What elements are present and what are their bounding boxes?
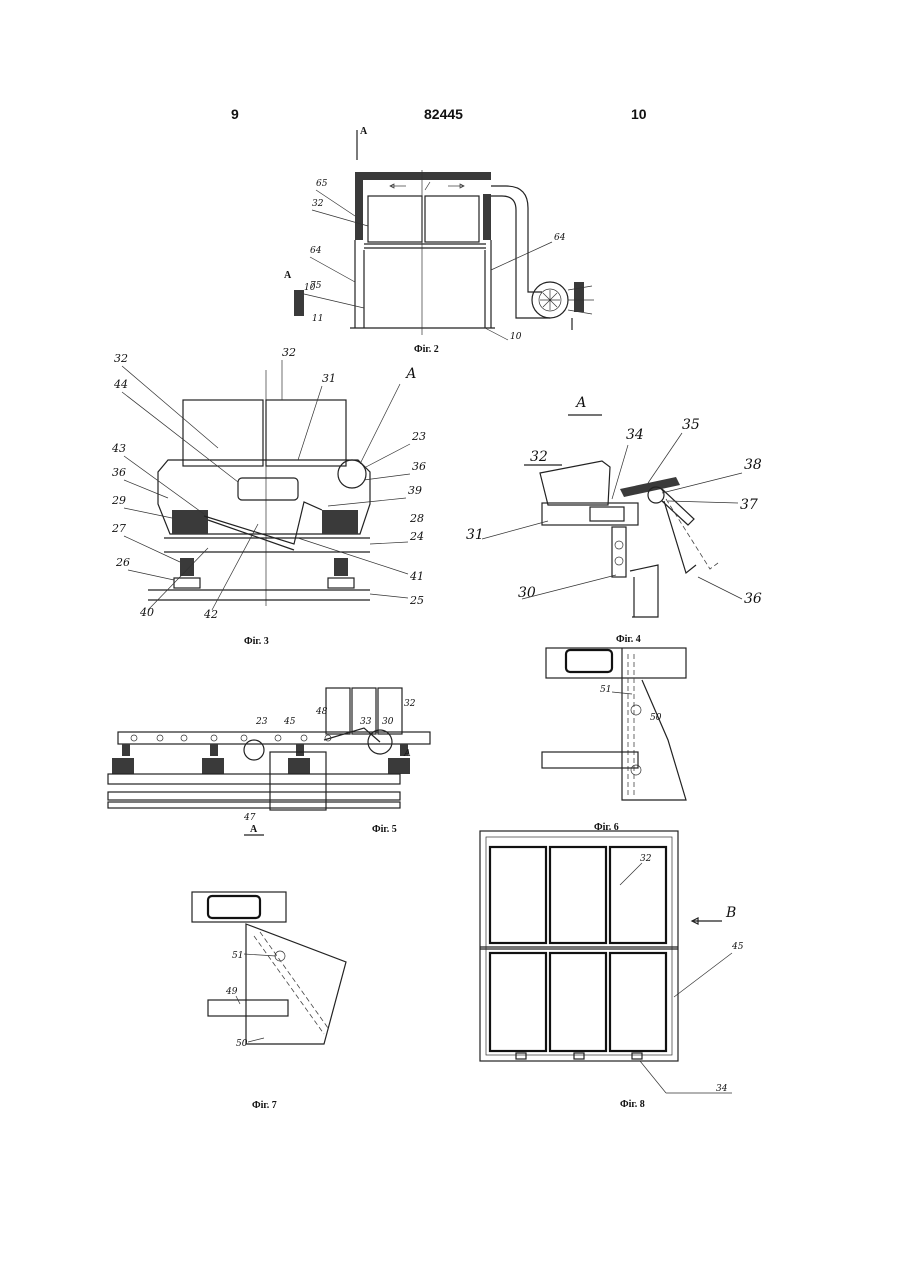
svg-text:А: А [284,270,292,281]
page-number-right: 10 [631,106,647,122]
label: 75 [310,281,322,291]
caption: Фіг. 8 [620,1099,645,1110]
rubber-block [322,510,358,534]
label: 51 [232,951,243,961]
label: 25 [409,594,424,607]
label: 34 [716,1084,728,1094]
label: 11 [312,314,323,324]
cylinder [238,478,298,500]
label: 40 [139,606,154,619]
svg-text:45: 45 [283,717,296,727]
label: 10 [510,332,522,342]
label: 28 [409,512,424,525]
caption: Фіг. 7 [252,1100,277,1111]
label: 32 [114,352,128,365]
detail-a [294,290,304,316]
tray-frame [480,831,678,1061]
caption: Фіг. 3 [244,636,269,647]
insulation-right [483,194,491,240]
label: 50 [650,713,662,723]
section-marker: А [250,824,258,835]
air-duct [491,186,528,280]
label: 65 [316,179,328,189]
plate [246,924,346,1044]
label: 31 [466,527,484,543]
view-title: А [575,395,587,411]
label: 32 [282,346,296,359]
label: 35 [682,417,700,433]
figure-4: А 34 35 32 38 37 31 30 36 Фіг. 4 [462,385,772,650]
plate [622,648,686,800]
label: 29 [111,494,126,507]
label: 38 [744,457,762,473]
label: 39 [408,484,422,497]
page-number-left: 9 [231,106,239,122]
caption: Фіг. 5 [372,824,397,835]
figure-5: 23 45 48 33 30 32 47 А А Фіг. 5 [104,680,444,840]
label: 32 [312,199,324,209]
container-box [425,196,479,242]
label: 45 [731,942,744,952]
label: 44 [113,378,128,391]
label: 49 [225,987,238,997]
label: 36 [112,466,126,479]
svg-text:А: А [403,749,411,759]
figure-6: 51 50 Фіг. 6 [532,640,692,835]
container-box [368,196,422,242]
label: 34 [626,427,644,443]
motor [574,282,584,312]
bracket [612,527,626,577]
svg-text:47: 47 [243,813,256,823]
spring [180,558,194,576]
label: 31 [322,372,336,385]
view-marker: В [725,905,736,921]
label: 24 [409,530,424,543]
label: 43 [111,442,126,455]
container-box [540,461,610,505]
svg-text:30: 30 [382,717,394,727]
section-marker: А [360,126,368,137]
label: 64 [310,246,322,256]
label: 30 [518,585,536,601]
label: 37 [740,497,758,513]
svg-text:32: 32 [404,699,416,709]
label: 42 [203,608,218,621]
rubber-block [172,510,208,534]
label: 64 [554,233,566,243]
label: 27 [111,522,126,535]
figure-2: А А 65 32 64 10 75 11 64 10 Фіг. 2 [280,120,610,360]
svg-text:33: 33 [360,717,372,727]
detail-a-circle [338,460,366,488]
label: 50 [236,1039,248,1049]
figure-3: А 32 44 43 36 29 27 26 40 42 32 31 23 36… [108,348,438,648]
figure-8: В 32 45 34 Фіг. 8 [470,825,750,1115]
insulation-top [355,172,491,180]
container-box [183,400,263,466]
label: 32 [640,854,652,864]
insulation-left [355,172,363,240]
svg-text:23: 23 [255,717,268,727]
view-marker: А [405,366,417,382]
label: 32 [530,449,548,465]
label: 23 [411,430,426,443]
container-box [266,400,346,466]
figure-7: 51 49 50 Фіг. 7 [188,888,358,1113]
label: 26 [115,556,130,569]
label: 41 [409,570,424,583]
label: 51 [600,685,611,695]
svg-text:48: 48 [315,707,328,717]
spring [334,558,348,576]
label: 36 [744,591,762,607]
label: 36 [412,460,426,473]
